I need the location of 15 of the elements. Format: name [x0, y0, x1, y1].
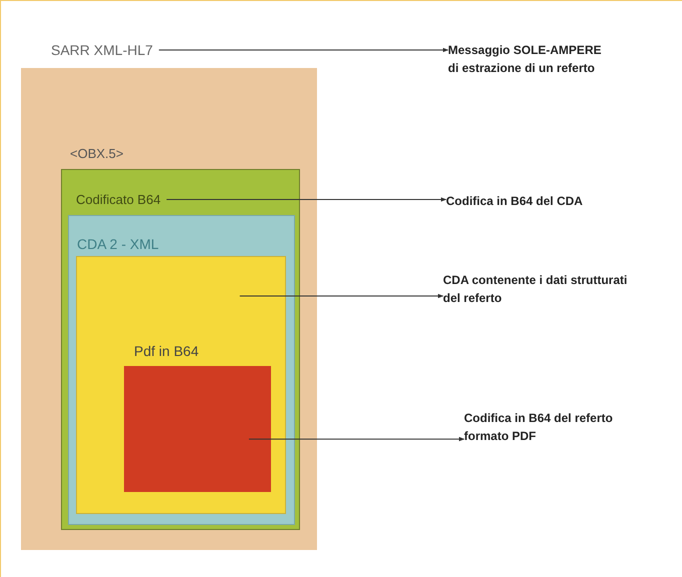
box-label: Codificato B64 [76, 192, 161, 207]
box-heading: <OBX.5> [70, 146, 124, 161]
arrow [166, 197, 447, 202]
annotation-text: Codifica in B64 del referto formato PDF [464, 409, 614, 445]
structured-data-box [76, 256, 286, 514]
cda-box [68, 215, 295, 525]
arrow [239, 294, 444, 298]
box-heading: SARR XML-HL7 [51, 42, 153, 58]
annotation-text: Messaggio SOLE-AMPERE di estrazione di un referto [448, 41, 606, 77]
box-heading: Pdf in B64 [134, 343, 199, 359]
annotation-text: Codifica in B64 del CDA [446, 192, 676, 210]
box-label: CDA 2 - XML [77, 236, 159, 252]
arrow [248, 436, 465, 442]
annotation-text: CDA contenente i dati strutturati del referto [443, 271, 643, 307]
arrow [158, 48, 449, 52]
